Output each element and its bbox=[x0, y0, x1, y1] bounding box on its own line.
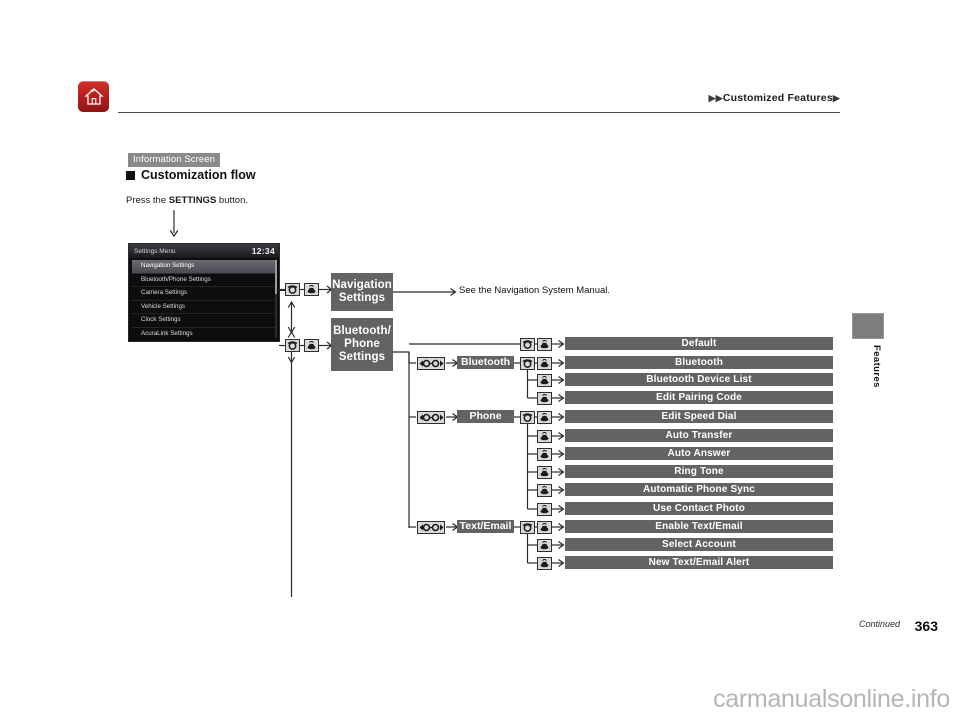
knob-press-icon bbox=[537, 448, 552, 461]
page-number: 363 bbox=[914, 618, 938, 634]
node-category-phone[interactable]: Phone bbox=[457, 410, 514, 423]
knob-press-icon bbox=[304, 339, 319, 352]
screen-scrollbar[interactable] bbox=[274, 260, 277, 338]
knob-press-icon bbox=[537, 539, 552, 552]
side-tab-label: Features bbox=[871, 345, 882, 388]
knob-rotate-icon bbox=[520, 338, 535, 351]
knob-press-icon bbox=[537, 374, 552, 387]
knob-press-icon bbox=[537, 466, 552, 479]
knob-rotate-icon bbox=[520, 521, 535, 534]
instruction-arrow-icon bbox=[169, 210, 179, 237]
page-title-label: Customization flow bbox=[141, 168, 256, 182]
information-screen-chip: Information Screen bbox=[128, 153, 221, 167]
instruction-bold: SETTINGS bbox=[168, 195, 217, 206]
knob-press-icon bbox=[537, 557, 552, 570]
knob-press-icon bbox=[537, 357, 552, 370]
knob-press-icon bbox=[537, 484, 552, 497]
knob-press-icon bbox=[537, 411, 552, 424]
side-tab-marker bbox=[852, 313, 884, 339]
breadcrumb-marker-right: ▶ bbox=[832, 93, 840, 103]
page-title: Customization flow bbox=[126, 168, 256, 182]
header-divider bbox=[118, 112, 840, 113]
screen-menu-item-vehicle[interactable]: Vehicle Settings bbox=[132, 301, 276, 315]
screen-title: Settings Menu bbox=[134, 247, 176, 255]
knob-rotate-icon bbox=[285, 283, 300, 296]
node-category-text-email[interactable]: Text/Email bbox=[457, 520, 514, 533]
node-bluetooth-phone-settings-label: Bluetooth/ Phone Settings bbox=[333, 325, 391, 363]
screen-titlebar: Settings Menu 12:34 bbox=[129, 244, 279, 258]
screen-menu-item-clock[interactable]: Clock Settings bbox=[132, 314, 276, 328]
knob-left-right-icon bbox=[417, 411, 445, 424]
navigation-manual-note: See the Navigation System Manual. bbox=[459, 285, 611, 296]
instruction-text: Press the SETTINGS button. bbox=[126, 195, 248, 206]
node-item-new-text-email-alert[interactable]: New Text/Email Alert bbox=[565, 556, 833, 569]
watermark: carmanualsonline.info bbox=[713, 685, 950, 713]
knob-left-right-icon bbox=[417, 357, 445, 370]
node-item-auto-transfer[interactable]: Auto Transfer bbox=[565, 429, 833, 442]
node-navigation-settings-label: Navigation Settings bbox=[332, 279, 392, 304]
node-item-enable-text-email[interactable]: Enable Text/Email bbox=[565, 520, 833, 533]
node-item-automatic-phone-sync[interactable]: Automatic Phone Sync bbox=[565, 483, 833, 496]
instruction-suffix: button. bbox=[216, 195, 248, 206]
screen-menu-item-navigation[interactable]: Navigation Settings bbox=[132, 260, 276, 274]
knob-rotate-icon bbox=[520, 411, 535, 424]
instruction-prefix: Press the bbox=[126, 195, 169, 206]
node-item-edit-pairing-code[interactable]: Edit Pairing Code bbox=[565, 391, 833, 404]
screen-menu-item-acuralink[interactable]: AcuraLink Settings bbox=[132, 328, 276, 341]
node-item-bluetooth[interactable]: Bluetooth bbox=[565, 356, 833, 369]
knob-press-icon bbox=[304, 283, 319, 296]
breadcrumb-label: Customized Features bbox=[722, 92, 833, 104]
node-item-edit-speed-dial[interactable]: Edit Speed Dial bbox=[565, 410, 833, 423]
screen-menu-list: Navigation Settings Bluetooth/Phone Sett… bbox=[129, 258, 279, 341]
node-bluetooth-phone-settings[interactable]: Bluetooth/ Phone Settings bbox=[331, 318, 393, 371]
node-item-ring-tone[interactable]: Ring Tone bbox=[565, 465, 833, 478]
node-item-default[interactable]: Default bbox=[565, 337, 833, 350]
knob-left-right-icon bbox=[417, 521, 445, 534]
knob-rotate-icon bbox=[285, 339, 300, 352]
bullet-square-icon bbox=[126, 170, 135, 180]
continued-label: Continued bbox=[858, 619, 900, 629]
node-item-auto-answer[interactable]: Auto Answer bbox=[565, 447, 833, 460]
knob-press-icon bbox=[537, 338, 552, 351]
screen-menu-item-bluetooth-phone[interactable]: Bluetooth/Phone Settings bbox=[132, 274, 276, 288]
knob-rotate-icon bbox=[520, 357, 535, 370]
breadcrumb-marker-left: ▶▶ bbox=[708, 93, 723, 103]
home-icon[interactable] bbox=[78, 81, 109, 112]
screen-menu-item-camera[interactable]: Camera Settings bbox=[132, 287, 276, 301]
knob-press-icon bbox=[537, 392, 552, 405]
knob-press-icon bbox=[537, 521, 552, 534]
knob-press-icon bbox=[537, 503, 552, 516]
node-category-bluetooth[interactable]: Bluetooth bbox=[457, 356, 514, 369]
node-item-bluetooth-device-list[interactable]: Bluetooth Device List bbox=[565, 373, 833, 386]
breadcrumb: ▶▶Customized Features▶ bbox=[709, 92, 840, 104]
screen-clock: 12:34 bbox=[251, 246, 275, 256]
settings-screen-image: Settings Menu 12:34 Navigation Settings … bbox=[128, 243, 280, 342]
node-item-select-account[interactable]: Select Account bbox=[565, 538, 833, 551]
knob-press-icon bbox=[537, 430, 552, 443]
node-item-use-contact-photo[interactable]: Use Contact Photo bbox=[565, 502, 833, 515]
node-navigation-settings[interactable]: Navigation Settings bbox=[331, 273, 393, 311]
